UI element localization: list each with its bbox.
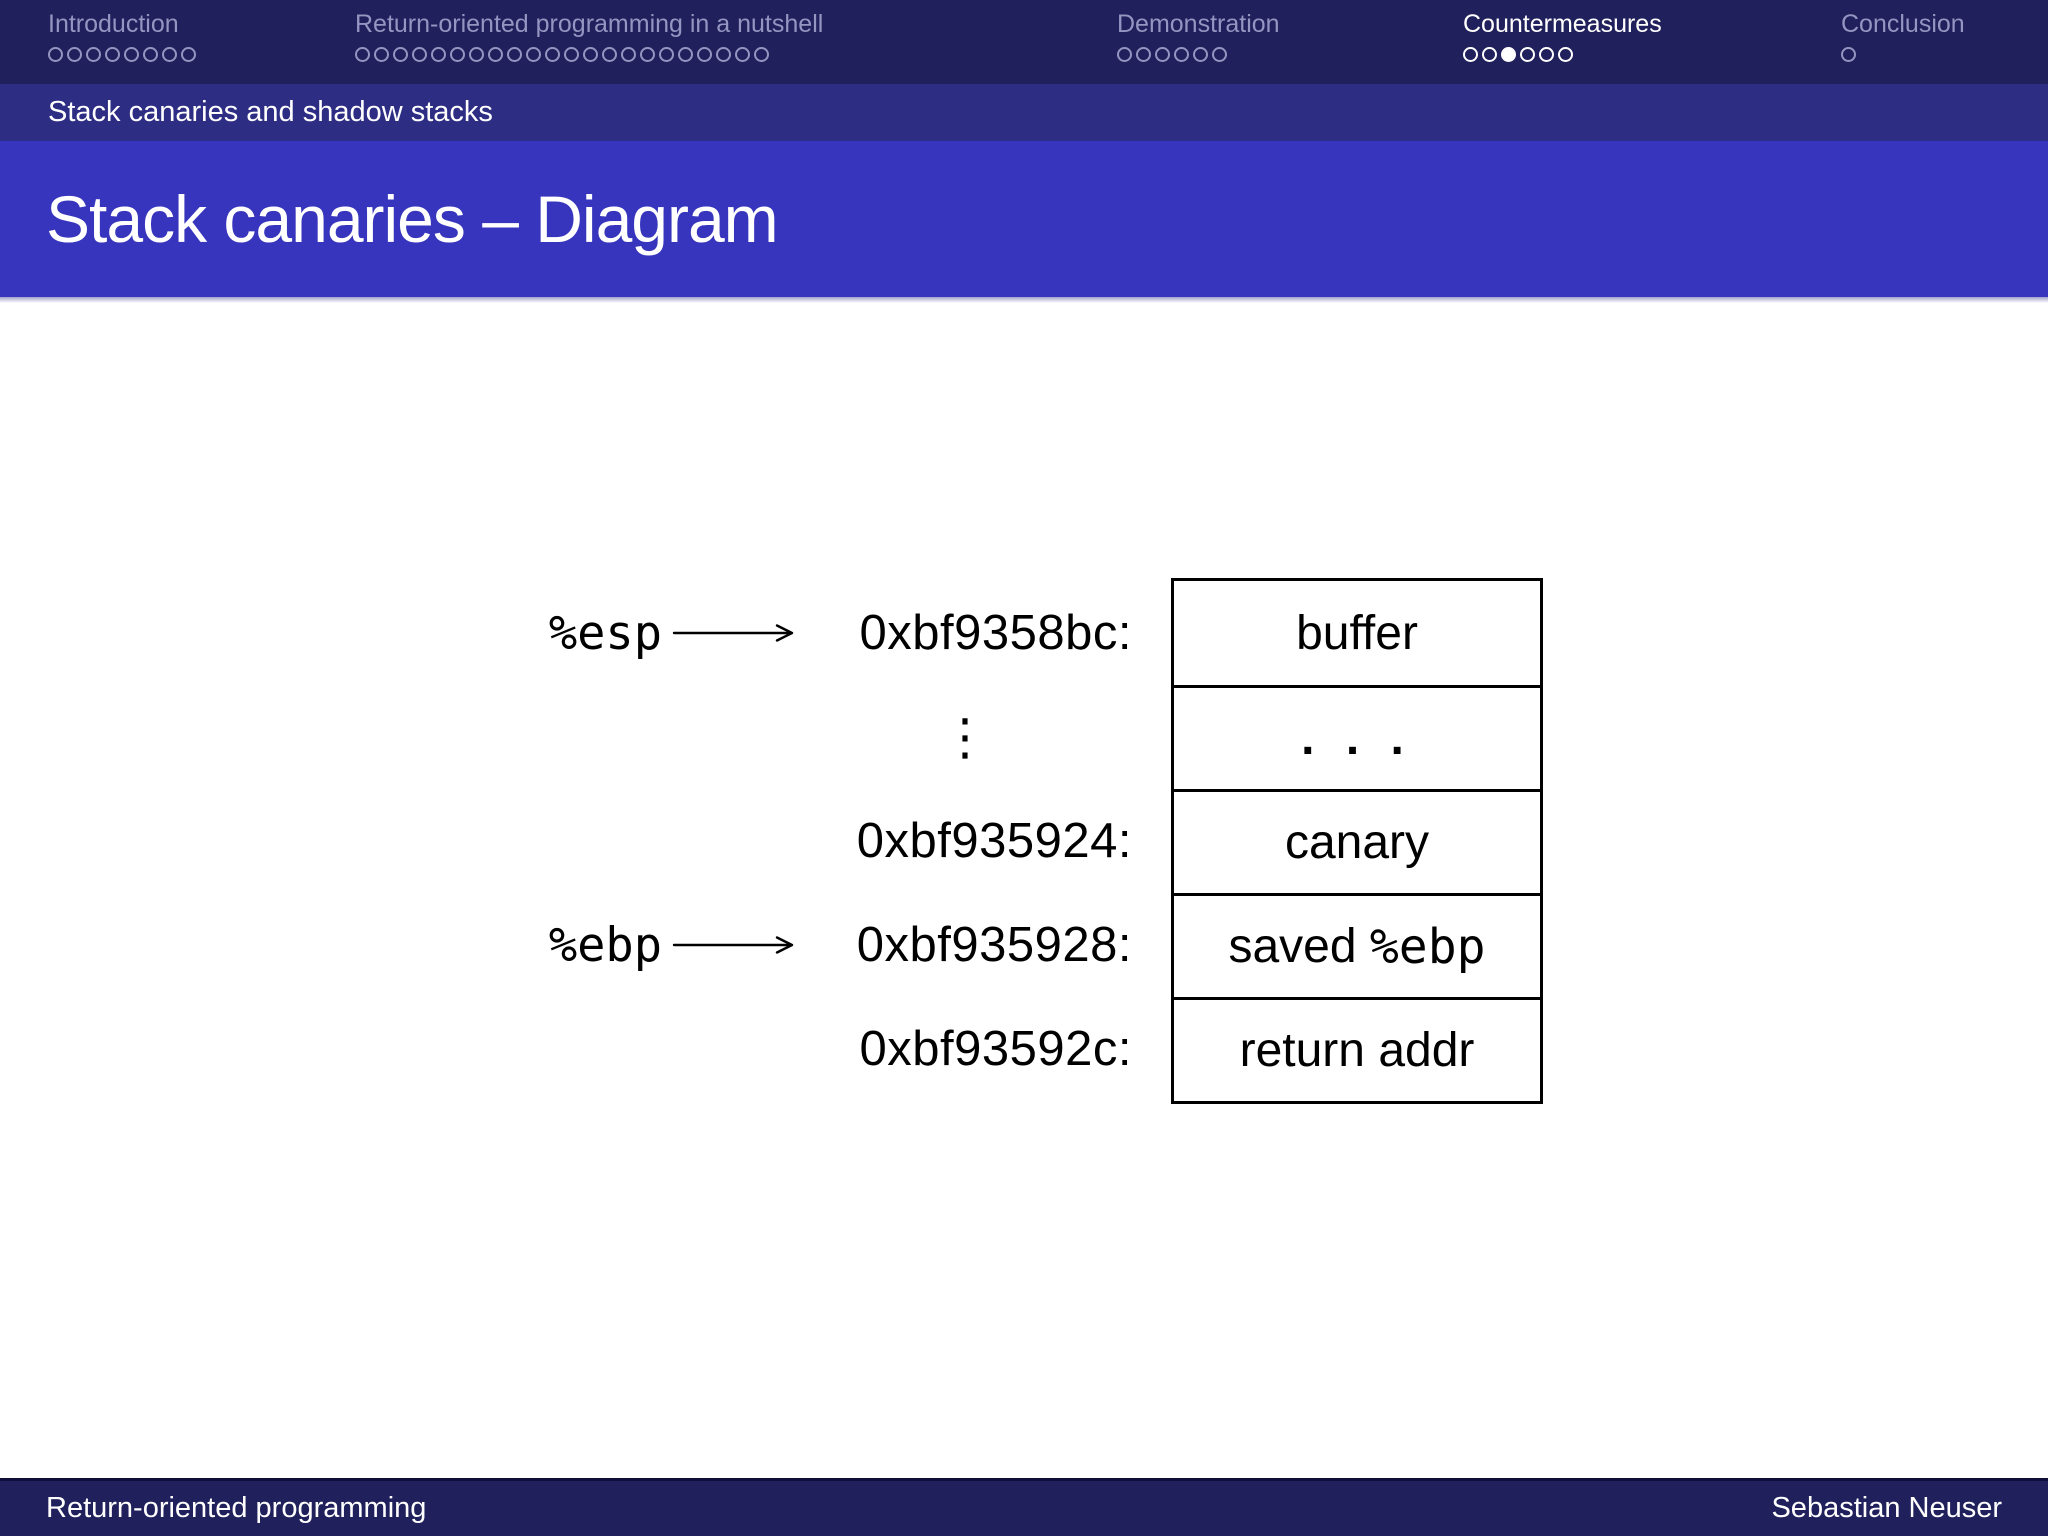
slide-progress-dots bbox=[1117, 47, 1280, 62]
stack-cell: canary bbox=[1174, 789, 1540, 893]
slide-progress-dots bbox=[355, 47, 823, 62]
footer-short-title: Return-oriented programming bbox=[46, 1492, 427, 1524]
slide-dot[interactable] bbox=[659, 47, 674, 62]
slide-dot[interactable] bbox=[1558, 47, 1573, 62]
stack-cell-label: return addr bbox=[1239, 1024, 1475, 1077]
stack-cell-label: saved bbox=[1228, 920, 1370, 973]
slide-dot[interactable] bbox=[1193, 47, 1208, 62]
memory-address: 0xbf93592c: bbox=[859, 1022, 1132, 1076]
slide-dot[interactable] bbox=[374, 47, 389, 62]
stack-cell: buffer bbox=[1174, 581, 1540, 685]
memory-address: 0xbf935924: bbox=[856, 814, 1132, 868]
register-label: %esp bbox=[548, 605, 662, 661]
slide-dot[interactable] bbox=[181, 47, 196, 62]
right-arrow-icon bbox=[672, 936, 794, 954]
slide-dot[interactable] bbox=[640, 47, 655, 62]
slide-dot[interactable] bbox=[564, 47, 579, 62]
stack-cell-label: . . . bbox=[1301, 712, 1413, 765]
memory-address: 0xbf9358bc: bbox=[859, 606, 1132, 660]
slide-progress-dots bbox=[1841, 47, 1965, 62]
slide-dot[interactable] bbox=[1117, 47, 1132, 62]
slide-dot[interactable] bbox=[507, 47, 522, 62]
slide-dot[interactable] bbox=[754, 47, 769, 62]
slide-dot[interactable] bbox=[469, 47, 484, 62]
stack-cell: . . . bbox=[1174, 685, 1540, 789]
nav-section-label[interactable]: Demonstration bbox=[1117, 10, 1280, 38]
slide-dot[interactable] bbox=[412, 47, 427, 62]
nav-section-label[interactable]: Countermeasures bbox=[1463, 10, 1662, 38]
slide-dot[interactable] bbox=[1520, 47, 1535, 62]
slide-dot[interactable] bbox=[355, 47, 370, 62]
slide-dot[interactable] bbox=[124, 47, 139, 62]
slide-dot[interactable] bbox=[105, 47, 120, 62]
address-column: 0xbf9358bc: ⋮ 0xbf935924: 0xbf935928: 0xbf93… bbox=[798, 581, 1132, 1101]
slide-dot[interactable] bbox=[1539, 47, 1554, 62]
stack-cell: return addr bbox=[1174, 997, 1540, 1101]
slide-dot[interactable] bbox=[143, 47, 158, 62]
slide-progress-dots bbox=[48, 47, 196, 62]
nav-section-return-oriented[interactable]: Return-oriented programming in a nutshel… bbox=[355, 12, 823, 62]
slide-dot[interactable] bbox=[1841, 47, 1856, 62]
slide-dot[interactable] bbox=[526, 47, 541, 62]
subsection-bar: Stack canaries and shadow stacks bbox=[0, 84, 2048, 141]
nav-section-introduction[interactable]: Introduction bbox=[48, 12, 196, 62]
slide-dot[interactable] bbox=[450, 47, 465, 62]
footer-author: Sebastian Neuser bbox=[1771, 1492, 2002, 1524]
slide-dot[interactable] bbox=[545, 47, 560, 62]
nav-section-label[interactable]: Return-oriented programming in a nutshel… bbox=[355, 10, 824, 38]
slide-dot[interactable] bbox=[1136, 47, 1151, 62]
stack-cell-label: canary bbox=[1284, 816, 1430, 869]
slide-dot[interactable] bbox=[86, 47, 101, 62]
nav-section-label[interactable]: Conclusion bbox=[1841, 10, 1965, 38]
slide-dot[interactable] bbox=[431, 47, 446, 62]
stack-cell: saved %ebp bbox=[1174, 893, 1540, 997]
slide-dot[interactable] bbox=[67, 47, 82, 62]
nav-section-countermeasures[interactable]: Countermeasures bbox=[1463, 12, 1662, 62]
slide-dot[interactable] bbox=[602, 47, 617, 62]
slide-progress-dots bbox=[1463, 47, 1662, 62]
subsection-title: Stack canaries and shadow stacks bbox=[48, 96, 493, 128]
right-arrow-icon bbox=[672, 624, 794, 642]
current-slide-dot[interactable] bbox=[1501, 47, 1516, 62]
slide-dot[interactable] bbox=[48, 47, 63, 62]
stack-cell-register: %ebp bbox=[1369, 918, 1486, 975]
footer-bar: Return-oriented programming Sebastian Ne… bbox=[0, 1478, 2048, 1536]
nav-section-conclusion[interactable]: Conclusion bbox=[1841, 12, 1965, 62]
register-column: %esp %ebp bbox=[420, 581, 662, 1101]
slide-dot[interactable] bbox=[162, 47, 177, 62]
slide-dot[interactable] bbox=[716, 47, 731, 62]
register-label: %ebp bbox=[548, 917, 662, 973]
slide-dot[interactable] bbox=[1155, 47, 1170, 62]
slide-dot[interactable] bbox=[488, 47, 503, 62]
slide-dot[interactable] bbox=[1212, 47, 1227, 62]
slide-dot[interactable] bbox=[393, 47, 408, 62]
slide-dot[interactable] bbox=[583, 47, 598, 62]
arrow-column bbox=[670, 581, 802, 1101]
slide-dot[interactable] bbox=[621, 47, 636, 62]
slide-title: Stack canaries – Diagram bbox=[46, 182, 779, 256]
stack-table: buffer . . . canary saved %ebp return addr bbox=[1171, 578, 1543, 1104]
stack-cell-label: buffer bbox=[1296, 606, 1418, 660]
slide-dot[interactable] bbox=[697, 47, 712, 62]
vertical-ellipsis: ⋮ bbox=[940, 708, 990, 766]
slide-dot[interactable] bbox=[1463, 47, 1478, 62]
nav-section-demonstration[interactable]: Demonstration bbox=[1117, 12, 1280, 62]
slide-dot[interactable] bbox=[735, 47, 750, 62]
nav-section-label[interactable]: Introduction bbox=[48, 10, 179, 38]
memory-address: 0xbf935928: bbox=[856, 918, 1132, 972]
frame-title-bar: Stack canaries – Diagram bbox=[0, 141, 2048, 303]
nav-bar: Introduction Return-oriented programming … bbox=[0, 0, 2048, 84]
slide-dot[interactable] bbox=[1174, 47, 1189, 62]
slide-dot[interactable] bbox=[1482, 47, 1497, 62]
slide-dot[interactable] bbox=[678, 47, 693, 62]
